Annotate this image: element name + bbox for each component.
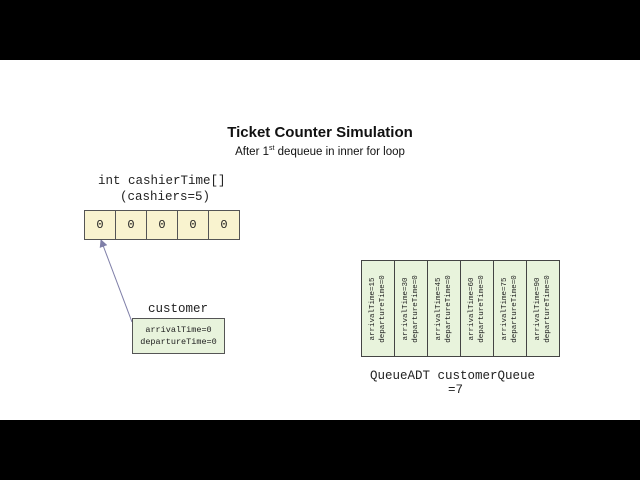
queue-item: arrivalTime=15 departureTime=0 <box>361 260 395 357</box>
cashier-cell: 0 <box>177 210 209 240</box>
queue-item-text: arrivalTime=30 departureTime=0 <box>401 263 421 355</box>
customer-queue: arrivalTime=15 departureTime=0 arrivalTi… <box>361 260 560 357</box>
queue-item-text: arrivalTime=75 departureTime=0 <box>500 263 520 355</box>
cashier-cell: 0 <box>146 210 178 240</box>
queue-item-arrival: arrivalTime=60 <box>468 277 476 341</box>
queue-item-arrival: arrivalTime=15 <box>369 277 377 341</box>
cashier-array-count: (cashiers=5) <box>120 190 211 204</box>
queue-label: QueueADT customerQueue =7 <box>370 369 535 397</box>
queue-item-arrival: arrivalTime=75 <box>501 277 509 341</box>
queue-item-text: arrivalTime=45 departureTime=0 <box>434 263 454 355</box>
pointer-arrow <box>99 239 133 323</box>
queue-item-departure: departureTime=0 <box>544 274 552 343</box>
queue-item-departure: departureTime=0 <box>379 274 387 343</box>
queue-item-arrival: arrivalTime=45 <box>435 277 443 341</box>
queue-item-departure: departureTime=0 <box>511 274 519 343</box>
slide-title: Ticket Counter Simulation <box>227 124 413 141</box>
queue-item-text: arrivalTime=15 departureTime=0 <box>368 263 388 355</box>
queue-item: arrivalTime=30 departureTime=0 <box>394 260 428 357</box>
customer-arrival: arrivalTime=0 <box>145 325 212 335</box>
subtitle-superscript: st <box>269 145 275 152</box>
queue-item-departure: departureTime=0 <box>412 274 420 343</box>
subtitle-suffix: dequeue in inner for loop <box>274 145 405 158</box>
queue-item-departure: departureTime=0 <box>478 274 486 343</box>
cashier-array: 0 0 0 0 0 <box>84 210 240 240</box>
queue-item-departure: departureTime=0 <box>445 274 453 343</box>
queue-size: =7 <box>448 383 464 397</box>
queue-declaration: QueueADT customerQueue <box>370 369 536 383</box>
queue-item: arrivalTime=60 departureTime=0 <box>460 260 494 357</box>
slide-subtitle: After 1st dequeue in inner for loop <box>0 145 640 158</box>
queue-item: arrivalTime=90 departureTime=0 <box>526 260 560 357</box>
customer-label: customer <box>148 302 209 316</box>
queue-item-text: arrivalTime=90 departureTime=0 <box>533 263 553 355</box>
queue-item-arrival: arrivalTime=30 <box>402 277 410 341</box>
cashier-array-declaration: int cashierTime[] <box>98 174 226 188</box>
slide: Ticket Counter Simulation After 1st dequ… <box>0 60 640 420</box>
queue-item: arrivalTime=45 departureTime=0 <box>427 260 461 357</box>
queue-item: arrivalTime=75 departureTime=0 <box>493 260 527 357</box>
customer-departure: departureTime=0 <box>140 337 217 347</box>
cashier-cell: 0 <box>115 210 147 240</box>
queue-item-arrival: arrivalTime=90 <box>534 277 542 341</box>
cashier-cell: 0 <box>84 210 116 240</box>
customer-object: arrivalTime=0 departureTime=0 <box>132 318 225 354</box>
queue-item-text: arrivalTime=60 departureTime=0 <box>467 263 487 355</box>
cashier-cell: 0 <box>208 210 240 240</box>
cashier-array-label: int cashierTime[] (cashiers=5) <box>98 173 226 205</box>
subtitle-prefix: After 1 <box>235 145 269 158</box>
